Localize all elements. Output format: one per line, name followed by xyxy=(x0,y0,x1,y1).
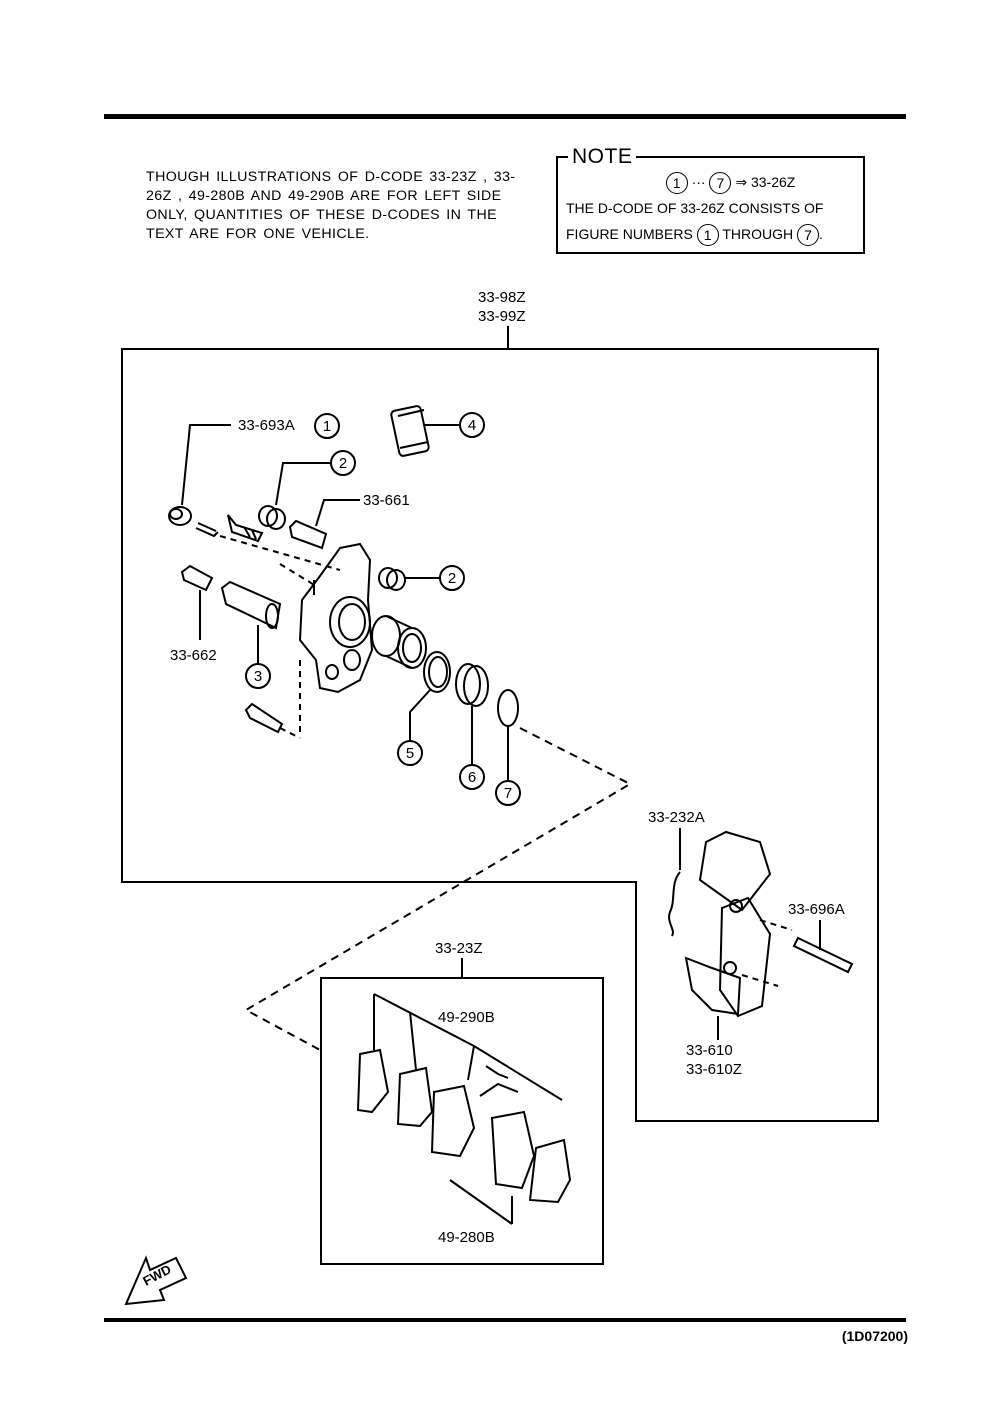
grease-pack-part xyxy=(390,405,430,457)
callout-7: 7 xyxy=(495,780,521,806)
upper-bolt-part xyxy=(227,514,264,543)
callout-5-number: 5 xyxy=(406,745,414,762)
callout-3: 3 xyxy=(245,663,271,689)
caliper-bracket-part xyxy=(684,830,772,1018)
lower-bolt-part xyxy=(244,702,284,734)
label-pad-set-sub: 49-280B xyxy=(438,1229,495,1246)
bleeder-screw-part xyxy=(195,522,219,538)
spring-clip-part xyxy=(668,828,681,937)
note-box: NOTE 1 ··· 7 ⇒ 33-26Z THE D-CODE OF 33-2… xyxy=(556,146,865,254)
label-spring-clip: 33-232A xyxy=(648,809,705,826)
label-bracket-2: 33-610Z xyxy=(686,1061,742,1078)
caliper-assembly-frame xyxy=(121,348,879,1122)
guide-bushing-lower-part xyxy=(378,567,406,591)
label-guide-pin-upper: 33-661 xyxy=(363,492,410,509)
callout-3-number: 3 xyxy=(254,668,262,685)
dust-boot-part xyxy=(168,506,192,526)
guide-bushing-upper-part xyxy=(258,505,286,530)
guide-pin-lower-part xyxy=(180,564,214,592)
bottom-rule xyxy=(104,1318,906,1322)
brake-pads-part xyxy=(356,1048,572,1204)
label-shim-set: 49-290B xyxy=(438,1009,495,1026)
boot-leader xyxy=(181,424,231,506)
note-arrow-icon: ⇒ xyxy=(735,174,748,190)
label-retaining-pin: 33-696A xyxy=(788,901,845,918)
callout-1-number: 1 xyxy=(323,418,331,435)
callout-2-lower: 2 xyxy=(439,565,465,591)
diagram-code: (1D07200) xyxy=(841,1328,908,1344)
callout-1: 1 xyxy=(314,413,340,439)
callout-7-number: 7 xyxy=(504,785,512,802)
note-range-from: 1 xyxy=(665,172,688,195)
note-line-2-prefix: FIGURE NUMBERS xyxy=(566,226,693,242)
callout-2-lower-number: 2 xyxy=(448,570,456,587)
note-line-2-from: 1 xyxy=(696,224,719,247)
callout-4-number: 4 xyxy=(468,417,476,434)
callout-6-number: 6 xyxy=(468,769,476,786)
label-assembly-1: 33-98Z xyxy=(478,289,526,306)
callout-2-upper-number: 2 xyxy=(339,455,347,472)
note-line-2-to: 7 xyxy=(797,224,819,247)
note-line-2-mid: THROUGH xyxy=(722,226,794,242)
note-line-1: THE D-CODE OF 33-26Z CONSISTS OF xyxy=(566,200,824,216)
note-line-2-end: . xyxy=(819,226,823,242)
guide-pin-upper-part xyxy=(288,519,328,550)
note-range-row: 1 ··· 7 ⇒ 33-26Z xyxy=(558,172,883,195)
note-title: NOTE xyxy=(568,146,637,168)
callout-6: 6 xyxy=(459,764,485,790)
retaining-ring-part xyxy=(497,689,519,727)
forward-direction-arrow-icon: FWD xyxy=(124,1255,188,1306)
label-pad-set: 33-23Z xyxy=(435,940,483,957)
direction-label: FWD xyxy=(140,1262,173,1289)
caliper-body-part xyxy=(298,542,374,694)
quantity-note: THOUGH ILLUSTRATIONS OF D-CODE 33-23Z , … xyxy=(146,169,516,242)
piston-part xyxy=(371,615,427,669)
label-assembly-2: 33-99Z xyxy=(478,308,526,325)
note-ellipsis: ··· xyxy=(691,174,706,190)
pad-set-box xyxy=(320,977,604,1265)
piston-seal-part xyxy=(423,651,451,693)
piston-boot-part xyxy=(455,663,489,707)
note-line-2: FIGURE NUMBERS 1 THROUGH 7. xyxy=(566,224,871,247)
callout-4: 4 xyxy=(459,412,485,438)
label-boot: 33-693A xyxy=(238,417,295,434)
callout-2-upper: 2 xyxy=(330,450,356,476)
retaining-pin-part xyxy=(792,936,854,974)
callout-5: 5 xyxy=(397,740,423,766)
projection-line xyxy=(243,727,633,1051)
note-target-code: 33-26Z xyxy=(750,174,796,190)
label-bracket-1: 33-610 xyxy=(686,1042,733,1059)
label-guide-pin-lower: 33-662 xyxy=(170,647,217,664)
note-range-to: 7 xyxy=(709,172,732,195)
top-rule xyxy=(104,114,906,119)
